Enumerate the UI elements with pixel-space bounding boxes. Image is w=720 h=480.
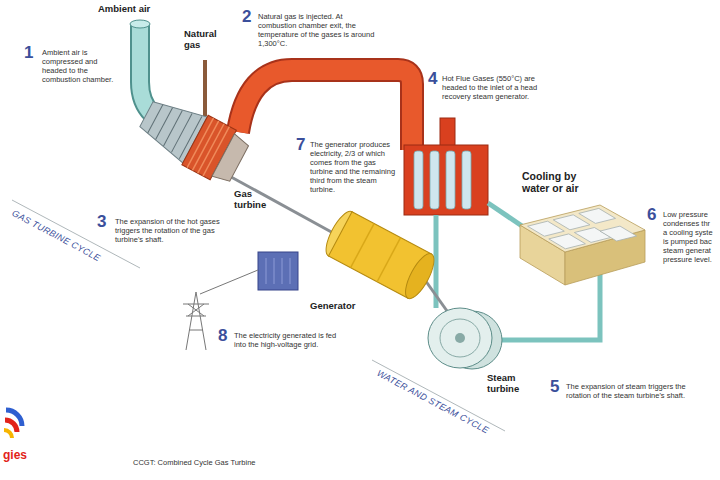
callout-number: 6 [647, 206, 656, 223]
gas-turbine [148, 105, 163, 133]
gas-pipe [205, 60, 206, 116]
transformer [258, 252, 298, 290]
generator [351, 224, 374, 268]
cooling-unit [520, 205, 645, 252]
logo-mark [4, 430, 12, 438]
cooling-unit [520, 205, 645, 285]
component-label: Cooling by water or air [522, 170, 602, 194]
transformer [200, 270, 258, 294]
gas-turbine [164, 111, 183, 146]
logo-text: gies [3, 448, 27, 462]
air-intake-pipe [130, 20, 152, 114]
hot-gas-duct [238, 70, 412, 150]
callout-text: The electricity generated is fed into th… [234, 331, 344, 349]
cooling-unit [579, 208, 616, 223]
air-intake-pipe [130, 20, 150, 28]
air-intake-pipe [140, 24, 152, 114]
logo-mark [4, 410, 22, 438]
steam-turbine [428, 308, 502, 369]
gas-turbine [187, 118, 213, 167]
hot-gas-duct [238, 70, 412, 150]
callout-text: Ambient air is compressed and headed to … [42, 48, 116, 84]
component-label: Natural gas [184, 28, 226, 51]
callout-text: Natural gas is injected. At combustion c… [258, 12, 383, 48]
heat-recovery-steam-generator [440, 118, 455, 146]
transformer [266, 258, 267, 284]
callout-number: 4 [428, 70, 437, 87]
transformer [274, 258, 275, 284]
component-label: Generator [310, 300, 355, 311]
callout-text: Low pressure condenses thr a cooling sys… [663, 210, 715, 264]
heat-recovery-steam-generator [462, 151, 471, 209]
power-pylon [183, 292, 209, 350]
transformer [282, 258, 283, 284]
power-pylon [183, 292, 209, 350]
callout-number: 1 [24, 44, 33, 61]
generator [377, 238, 400, 282]
air-intake-pipe [140, 24, 152, 114]
component-label: Gas turbine [234, 188, 279, 211]
steam-turbine [455, 333, 465, 343]
heat-recovery-steam-generator [404, 145, 488, 215]
callout-number: 7 [296, 136, 305, 153]
callout-text: Hot Flue Gases (550°C) are headed to the… [442, 74, 557, 101]
heat-recovery-steam-generator [414, 151, 423, 209]
callout-text: The expansion of the hot gases triggers … [115, 217, 240, 244]
transformer [200, 252, 298, 294]
heat-recovery-steam-generator [430, 151, 439, 209]
callout-text: The generator produces electricity, 2/3 … [310, 140, 396, 194]
heat-recovery-steam-generator [446, 151, 455, 209]
cooling-unit [600, 226, 637, 241]
callout-number: 8 [218, 327, 227, 344]
transformer [290, 258, 291, 284]
caption: CCGT: Combined Cycle Gas Turbine [133, 458, 256, 467]
callout-number: 3 [97, 213, 106, 230]
gas-pipe [203, 60, 207, 116]
gas-turbine [212, 134, 250, 185]
steam-turbine [440, 319, 480, 357]
water-steam-pipe [496, 270, 600, 340]
generator [400, 250, 439, 303]
component-label: Steam turbine [487, 372, 537, 395]
water-steam-pipe [488, 203, 522, 226]
steam-turbine [428, 308, 492, 368]
cycle-divider [372, 360, 505, 431]
cycle-label: WATER AND STEAM CYCLE [375, 368, 490, 436]
gas-turbine [133, 89, 252, 188]
gas-turbine [192, 121, 218, 170]
callout-number: 5 [550, 378, 559, 395]
callout-text: The expansion of steam triggers the rota… [566, 382, 706, 400]
hot-gas-duct [238, 70, 412, 150]
callout-number: 2 [242, 8, 251, 25]
gas-turbine [171, 114, 192, 153]
cycle-label: GAS TURBINE CYCLE [10, 208, 102, 263]
shaft [222, 172, 452, 318]
generator [321, 208, 440, 303]
component-label: Ambient air [98, 3, 150, 14]
heat-recovery-steam-generator [404, 118, 488, 215]
